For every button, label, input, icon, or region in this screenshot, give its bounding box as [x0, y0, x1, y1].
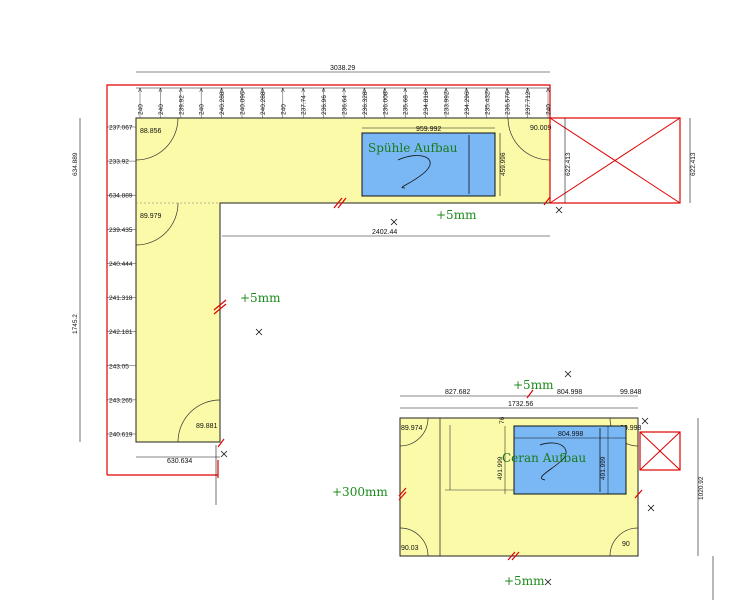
counter-1-red-outline [106, 84, 551, 475]
left-depth-dim: 634.889 [72, 152, 79, 176]
top-tick-label: 236.576 [505, 91, 512, 115]
top-tick-label: 236.008 [382, 91, 389, 115]
top-tick-label: 233.992 [444, 91, 451, 115]
left-tick-label: 233.92 [109, 159, 129, 166]
cooktop-width-dim: 804.998 [558, 431, 583, 438]
left-tick-label: 240.619 [109, 432, 133, 439]
top-tick-label: 240 [158, 104, 165, 115]
right-depth-dim: 622.413 [565, 152, 572, 176]
island-joint-top-label: +5mm [513, 378, 554, 392]
left-tick-label: 239.435 [109, 227, 133, 234]
cooktop-label: Ceran Aufbau [502, 451, 586, 465]
island-seg-right-dim: 804.998 [557, 389, 582, 396]
left-tick-label: 242.181 [109, 329, 133, 336]
left-tick-label: 237.067 [109, 125, 133, 132]
joint-label-top: +5mm [436, 208, 477, 222]
top-tick-label: 240 [199, 104, 206, 115]
top-tick-label: 240 [138, 104, 145, 115]
left-tick-label: 241.318 [109, 295, 133, 302]
corner-label-top-right: 90.009 [530, 125, 552, 132]
counter-1-appliance-space [549, 117, 681, 204]
left-ticks: 237.067 233.92 634.889 239.435 240.444 241.31… [107, 125, 136, 439]
left-tick-label: 240.444 [109, 261, 133, 268]
island-corner-bottom-left: 90.03 [401, 545, 419, 552]
corner-label-bottom: 89.881 [196, 423, 218, 430]
inner-width-dim: 2402.44 [372, 229, 397, 236]
top-tick-label: 240 [280, 104, 287, 115]
island-corner-top-left: 89.974 [401, 425, 423, 432]
left-tick-label: 243.265 [109, 397, 133, 404]
top-tick-label: 236.64 [342, 95, 349, 115]
x-markers [220, 206, 563, 458]
sink-width-dim: 959.992 [416, 126, 441, 133]
joint-marks [213, 196, 551, 448]
top-ticks: 240 240 239.92 240 240.288 240.096 240.288 240 2… [138, 87, 553, 118]
island-corner-dim: 99.848 [620, 389, 642, 396]
top-tick-label: 235.68 [403, 95, 410, 115]
island-height-dim: 1020.92 [698, 476, 705, 500]
island-x-markers [544, 370, 655, 586]
return-width-dim: 630.634 [167, 458, 192, 465]
counter-2: 89.974 89.998 90.03 90 Ceran Aufbau 804.… [332, 370, 714, 600]
island-seg-left-dim: 827.682 [445, 389, 470, 396]
cooktop-left-dim: 491.999 [497, 456, 504, 480]
left-tick-label: 243.05 [109, 363, 129, 370]
left-height-dim: 1745.2 [72, 314, 79, 334]
corner-label-top-left: 88.856 [140, 128, 162, 135]
cooktop-cutout: Ceran Aufbau 804.998 491.999 491.999 76 [497, 416, 627, 495]
overall-width-dim: 3038.29 [330, 65, 355, 72]
island-corner-bottom-right: 90 [622, 541, 630, 548]
island-joint-bottom-label: +5mm [504, 574, 545, 588]
top-tick-label: 240.096 [240, 91, 247, 115]
top-tick-label: 236.96 [321, 95, 328, 115]
sink-label: Spühle Aufbau [368, 141, 458, 155]
left-tick-label: 634.889 [109, 193, 133, 200]
top-tick-label: 240.288 [219, 91, 226, 115]
top-tick-label: 235.432 [484, 91, 491, 115]
counter-2-appliance-space [639, 431, 681, 471]
top-tick-label: 234.296 [464, 91, 471, 115]
cooktop-top-dim: 76 [499, 416, 506, 424]
island-joint-marks [398, 389, 643, 561]
top-tick-label: 234.816 [423, 91, 430, 115]
island-width-dim: 1732.56 [508, 401, 533, 408]
top-tick-label: 236.328 [362, 91, 369, 115]
top-tick-label: 240 [546, 104, 553, 115]
island-joint-left-label: +300mm [332, 485, 388, 499]
sink-height-dim: 459.996 [500, 152, 507, 176]
top-tick-label: 237.712 [525, 91, 532, 115]
top-tick-label: 240.288 [260, 91, 267, 115]
counter-1: 88.856 90.009 89.979 89.881 Spühle Aufba… [72, 65, 697, 505]
cooktop-height-dim: 491.999 [600, 456, 607, 480]
corner-label-inner: 89.979 [140, 213, 162, 220]
top-tick-label: 239.92 [178, 95, 185, 115]
right-depth-outer-dim: 622.413 [690, 152, 697, 176]
joint-label-side: +5mm [240, 291, 281, 305]
sink-cutout: Spühle Aufbau 959.992 459.996 [361, 126, 507, 197]
island-corner-top-right: 89.998 [620, 425, 642, 432]
top-tick-label: 237.74 [301, 95, 308, 115]
